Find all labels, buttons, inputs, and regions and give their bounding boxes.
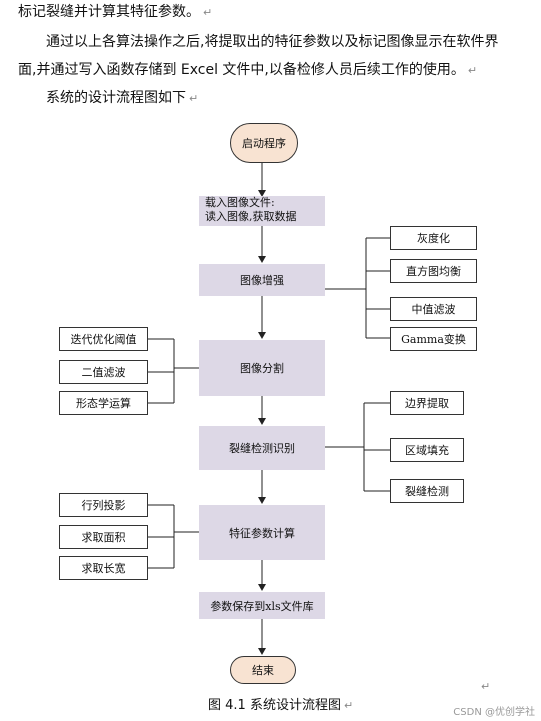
segment-method-label: 二值滤波 <box>81 366 126 379</box>
paragraph-0: 标记裂缝并计算其特征参数。↵ <box>18 2 212 23</box>
segment-method-iterative-threshold: 迭代优化阈值 <box>59 327 148 351</box>
paragraph-0-text: 标记裂缝并计算其特征参数。 <box>18 4 200 20</box>
watermark-text: CSDN @优创学社 <box>453 707 535 718</box>
detect-method-label: 边界提取 <box>405 397 449 410</box>
feature-method-projection: 行列投影 <box>59 493 148 517</box>
feature-method-label: 求取长宽 <box>81 562 126 575</box>
crack-detect-node-label: 裂缝检测识别 <box>229 442 295 455</box>
segment-method-label: 形态学运算 <box>76 397 131 410</box>
feature-calc-node-label: 特征参数计算 <box>229 526 295 540</box>
start-node-label: 启动程序 <box>242 137 286 150</box>
paragraph-mark-icon: ↵ <box>343 699 354 712</box>
enhance-method-median: 中值滤波 <box>390 297 477 321</box>
enhance-method-label: 直方图均衡 <box>406 265 461 278</box>
paragraph-mark-icon: ↵ <box>467 64 478 77</box>
segment-method-binary-filter: 二值滤波 <box>59 360 148 384</box>
detect-method-edge: 边界提取 <box>390 391 464 415</box>
paragraph-1-text: 通过以上各算法操作之后,将提取出的特征参数以及标记图像显示在软件界 <box>46 34 499 50</box>
enhance-bracket <box>325 237 390 339</box>
crack-detect-node: 裂缝检测识别 <box>199 426 325 470</box>
detect-method-label: 区域填充 <box>405 444 449 457</box>
feature-method-length-width: 求取长宽 <box>59 556 148 580</box>
save-node-label: 参数保存到xls文件库 <box>210 599 314 613</box>
feature-method-area: 求取面积 <box>59 525 148 549</box>
detect-method-fill: 区域填充 <box>390 438 464 462</box>
end-node-label: 结束 <box>252 664 274 677</box>
paragraph-mark-icon: ↵ <box>203 6 213 19</box>
end-node: 结束 <box>230 656 296 684</box>
paragraph-mark-icon: ↵ <box>189 92 199 105</box>
segment-node-label: 图像分割 <box>240 362 284 375</box>
enhance-method-label: 中值滤波 <box>411 303 456 316</box>
paragraph-2-text: 面,并通过写入函数存储到 Excel 文件中,以备检修人员后续工作的使用。 <box>18 62 465 78</box>
load-image-line1: 载入图像文件: <box>205 196 275 209</box>
paragraph-1: 通过以上各算法操作之后,将提取出的特征参数以及标记图像显示在软件界 <box>46 32 498 52</box>
segment-method-label: 迭代优化阈值 <box>70 333 137 346</box>
paragraph-2: 面,并通过写入函数存储到 Excel 文件中,以备检修人员后续工作的使用。↵ <box>18 60 477 81</box>
enhance-method-gamma: Gamma变换 <box>390 327 477 351</box>
save-node: 参数保存到xls文件库 <box>199 592 325 619</box>
feature-method-label: 求取面积 <box>81 531 126 544</box>
segment-node: 图像分割 <box>199 340 325 396</box>
figure-caption: 图 4.1 系统设计流程图↵ <box>208 694 353 713</box>
load-image-node: 载入图像文件: 读入图像,获取数据 <box>199 196 325 226</box>
enhance-method-histogram: 直方图均衡 <box>390 259 477 283</box>
detect-method-label: 裂缝检测 <box>405 485 449 498</box>
feature-method-label: 行列投影 <box>81 499 126 512</box>
figure-caption-text: 图 4.1 系统设计流程图 <box>208 698 341 713</box>
paragraph-3-text: 系统的设计流程图如下 <box>46 90 186 106</box>
paragraph-3: 系统的设计流程图如下↵ <box>46 88 198 109</box>
load-image-line2: 读入图像,获取数据 <box>205 210 297 223</box>
enhance-method-label: Gamma变换 <box>401 333 466 346</box>
paragraph-mark-icon: ↵ <box>481 680 491 693</box>
feature-calc-node: 特征参数计算 <box>199 505 325 560</box>
detect-method-crack: 裂缝检测 <box>390 479 464 503</box>
segment-method-morphology: 形态学运算 <box>59 391 148 415</box>
enhance-node: 图像增强 <box>199 264 325 296</box>
enhance-method-grayscale: 灰度化 <box>390 226 477 250</box>
segment-bracket <box>148 338 199 404</box>
enhance-node-label: 图像增强 <box>240 274 284 287</box>
watermark: CSDN @优创学社 <box>453 703 535 718</box>
enhance-method-label: 灰度化 <box>417 232 450 245</box>
feature-bracket <box>148 504 199 569</box>
detect-bracket <box>325 402 390 492</box>
start-node: 启动程序 <box>230 123 298 163</box>
